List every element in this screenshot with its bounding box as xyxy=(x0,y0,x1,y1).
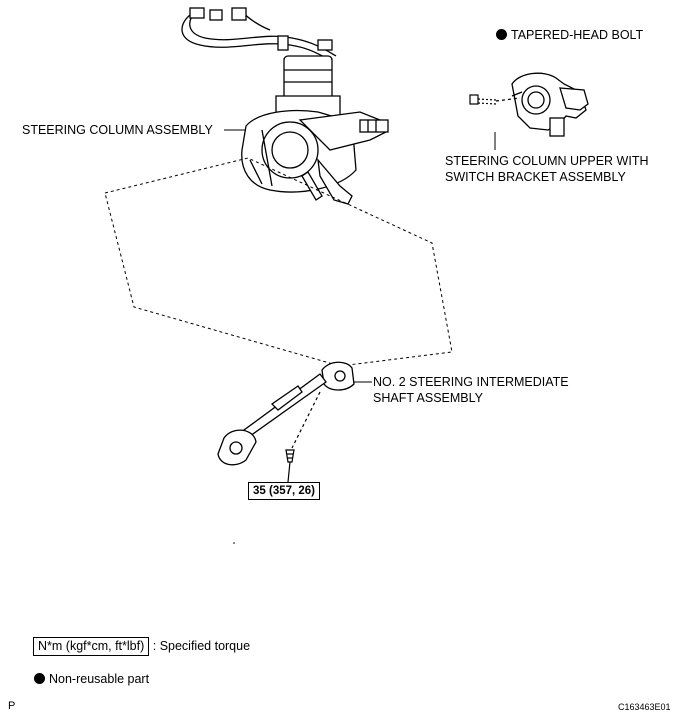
tapered-bolt-label: TAPERED-HEAD BOLT xyxy=(496,28,643,43)
tapered-bolt-drawing xyxy=(469,94,521,105)
intermediate-shaft-label-line1: NO. 2 STEERING INTERMEDIATE xyxy=(373,375,569,389)
torque-description: : Specified torque xyxy=(152,639,251,653)
intermediate-shaft-label-line2: SHAFT ASSEMBLY xyxy=(373,391,483,405)
legend-torque: N*m (kgf*cm, ft*lbf) : Specified torque xyxy=(33,637,250,656)
upper-bracket-assembly-drawing xyxy=(511,72,589,137)
alignment-dashed-outline xyxy=(104,157,453,367)
figure-id: C163463E01 xyxy=(618,702,671,712)
steering-column-assembly-drawing xyxy=(181,7,389,205)
torque-units-box: N*m (kgf*cm, ft*lbf) xyxy=(33,637,150,656)
filled-circle-icon xyxy=(496,29,507,40)
torque-value-box: 35 (357, 26) xyxy=(248,482,321,500)
legend-nonreusable: Non-reusable part xyxy=(34,672,149,687)
upper-bracket-label-line1: STEERING COLUMN UPPER WITH xyxy=(445,154,649,168)
steering-column-label: STEERING COLUMN ASSEMBLY xyxy=(22,123,213,137)
intermediate-shaft-drawing xyxy=(217,361,355,466)
intermediate-bolt-drawing xyxy=(285,391,321,483)
footer-left-code: P xyxy=(8,700,16,712)
upper-bracket-label-line2: SWITCH BRACKET ASSEMBLY xyxy=(445,170,626,184)
filled-circle-icon xyxy=(34,673,45,684)
